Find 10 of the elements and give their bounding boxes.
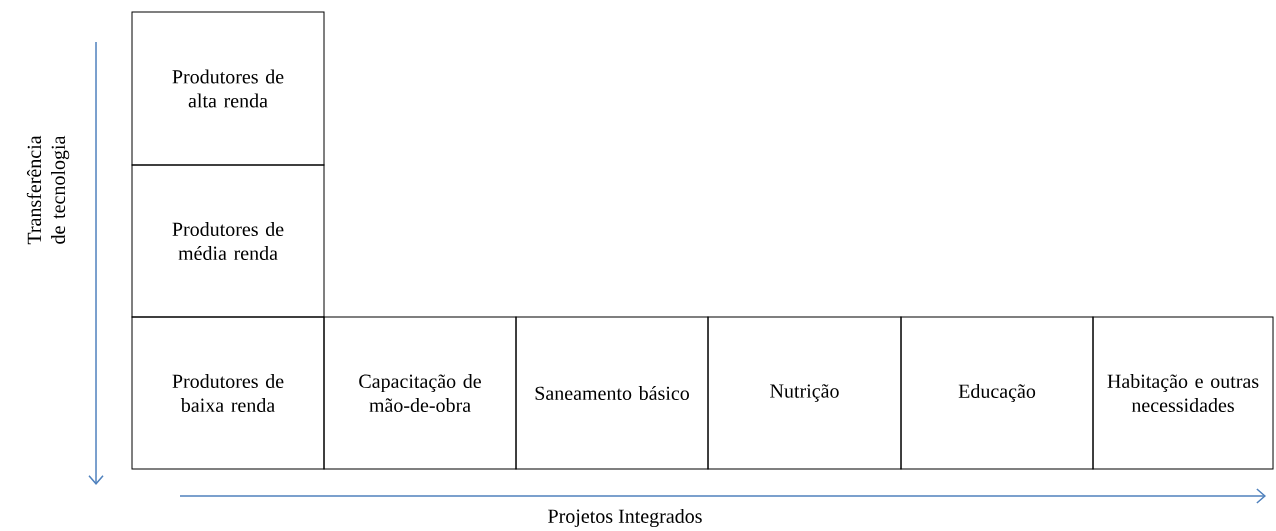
axis-label: Projetos Integrados [548,508,702,528]
axis-label: Transferência de tecnologia [26,135,70,245]
text-box: Produtores de média renda [131,164,325,318]
text-box: Produtores de baixa renda [131,316,325,470]
text-box: Habitação e outras necessidades [1092,316,1274,470]
text-box: Produtores de alta renda [131,11,325,166]
text-box: Educação [900,316,1094,470]
text-box: Capacitação de mão-de-obra [323,316,517,470]
text-box: Nutrição [707,316,902,470]
text-box: Saneamento básico [515,316,709,470]
